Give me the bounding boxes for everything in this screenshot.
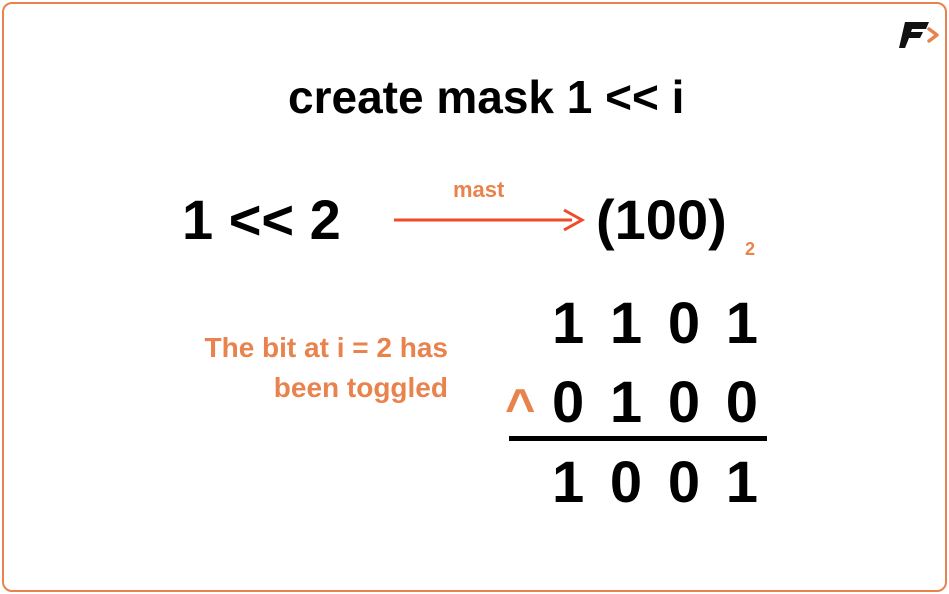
result-bit: 1 [725,450,758,515]
xor-operator: ^ [505,379,536,437]
right-arrow-icon [394,208,586,232]
toggle-note: The bit at i = 2 has been toggled [172,328,448,408]
result-bit: 0 [609,450,643,515]
brand-f-logo-icon [899,22,939,48]
operand-b-bit: 1 [609,370,643,435]
operand-a-bit: 1 [609,291,643,356]
toggle-note-line-1: The bit at i = 2 has [204,332,448,363]
operand-b-bit: 0 [667,370,701,435]
mask-result: (100) [596,188,727,251]
sum-divider-line [509,436,767,441]
operand-a-row: 1 1 0 1 [552,295,758,353]
result-bit: 0 [667,450,701,515]
slide-title: create mask 1 << i [288,71,685,123]
operand-b-bit: 0 [725,370,758,435]
operand-b-bit: 0 [552,370,585,435]
result-bit: 1 [552,450,585,515]
toggle-note-line-2: been toggled [273,372,448,403]
arrow-label: mast [453,177,505,202]
result-row: 1 0 0 1 [552,454,758,512]
operand-a-bit: 1 [552,291,585,356]
operand-a-bit: 0 [667,291,701,356]
mask-result-base: 2 [745,239,756,259]
shift-expression: 1 << 2 [182,188,341,251]
operand-b-row: 0 1 0 0 [552,374,758,432]
operand-a-bit: 1 [725,291,758,356]
